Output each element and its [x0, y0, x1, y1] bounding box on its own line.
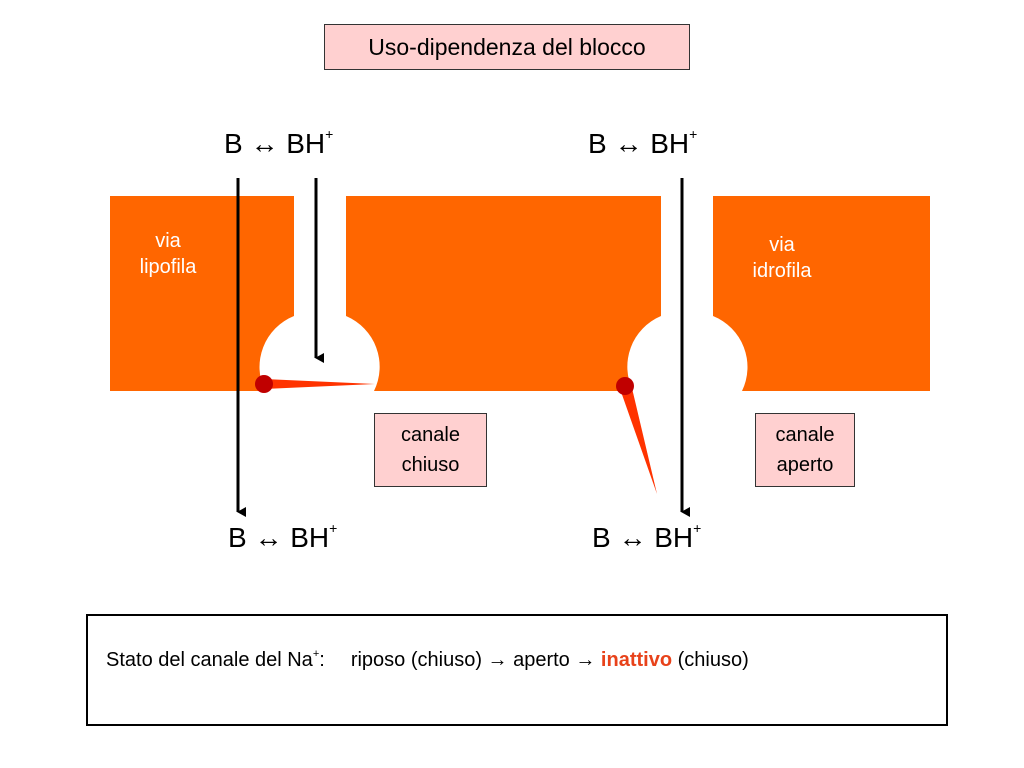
gate-hinge-closed [255, 375, 273, 393]
channel-state-legend: Stato del canale del Na+: riposo (chiuso)… [86, 614, 948, 726]
hydrophilic-pathway-label: via idrofila [722, 232, 842, 284]
open-line2: aperto [776, 454, 834, 476]
equilibrium-top-left: B ↔ BH+ [224, 126, 334, 160]
membrane-left [110, 196, 294, 391]
charge-sup: + [693, 520, 702, 536]
equilibrium-text: B ↔ BH [588, 128, 690, 159]
gate-hinge-open [616, 377, 634, 395]
closed-channel-label: canale chiuso [374, 413, 487, 487]
equilibrium-top-right: B ↔ BH+ [588, 126, 698, 160]
lipophilic-line1: via [155, 230, 181, 252]
gate-open [619, 384, 657, 494]
charge-sup: + [689, 126, 698, 142]
membrane-middle [346, 196, 661, 391]
closed-line2: chiuso [401, 454, 460, 476]
legend-tail: (chiuso) [672, 649, 749, 671]
lipophilic-pathway-label: via lipofila [108, 228, 228, 280]
equilibrium-bottom-right: B ↔ BH+ [592, 520, 702, 554]
open-channel-label: canale aperto [755, 413, 855, 487]
closed-line1: canale [401, 424, 460, 446]
hydrophilic-line1: via [769, 234, 795, 256]
gate-closed [264, 379, 375, 389]
charge-sup: + [329, 520, 338, 536]
legend-inactive-state: inattivo [600, 649, 673, 671]
legend-prefix-sup: + [312, 648, 320, 660]
charge-sup: + [325, 126, 334, 142]
lipophilic-line2: lipofila [139, 256, 197, 278]
equilibrium-bottom-left: B ↔ BH+ [228, 520, 338, 554]
equilibrium-text: B ↔ BH [224, 128, 326, 159]
membrane-right [713, 196, 930, 391]
equilibrium-text: B ↔ BH [228, 522, 330, 553]
slide-title: Uso-dipendenza del blocco [324, 24, 690, 70]
legend-text: Stato del canale del Na+: riposo (chiuso)… [106, 646, 749, 674]
legend-sequence: riposo (chiuso) → aperto → [350, 649, 601, 671]
open-line1: canale [775, 424, 835, 446]
legend-prefix: Stato del canale del Na [106, 649, 313, 671]
hydrophilic-line2: idrofila [752, 260, 812, 282]
equilibrium-text: B ↔ BH [592, 522, 694, 553]
legend-colon: : [319, 649, 325, 671]
